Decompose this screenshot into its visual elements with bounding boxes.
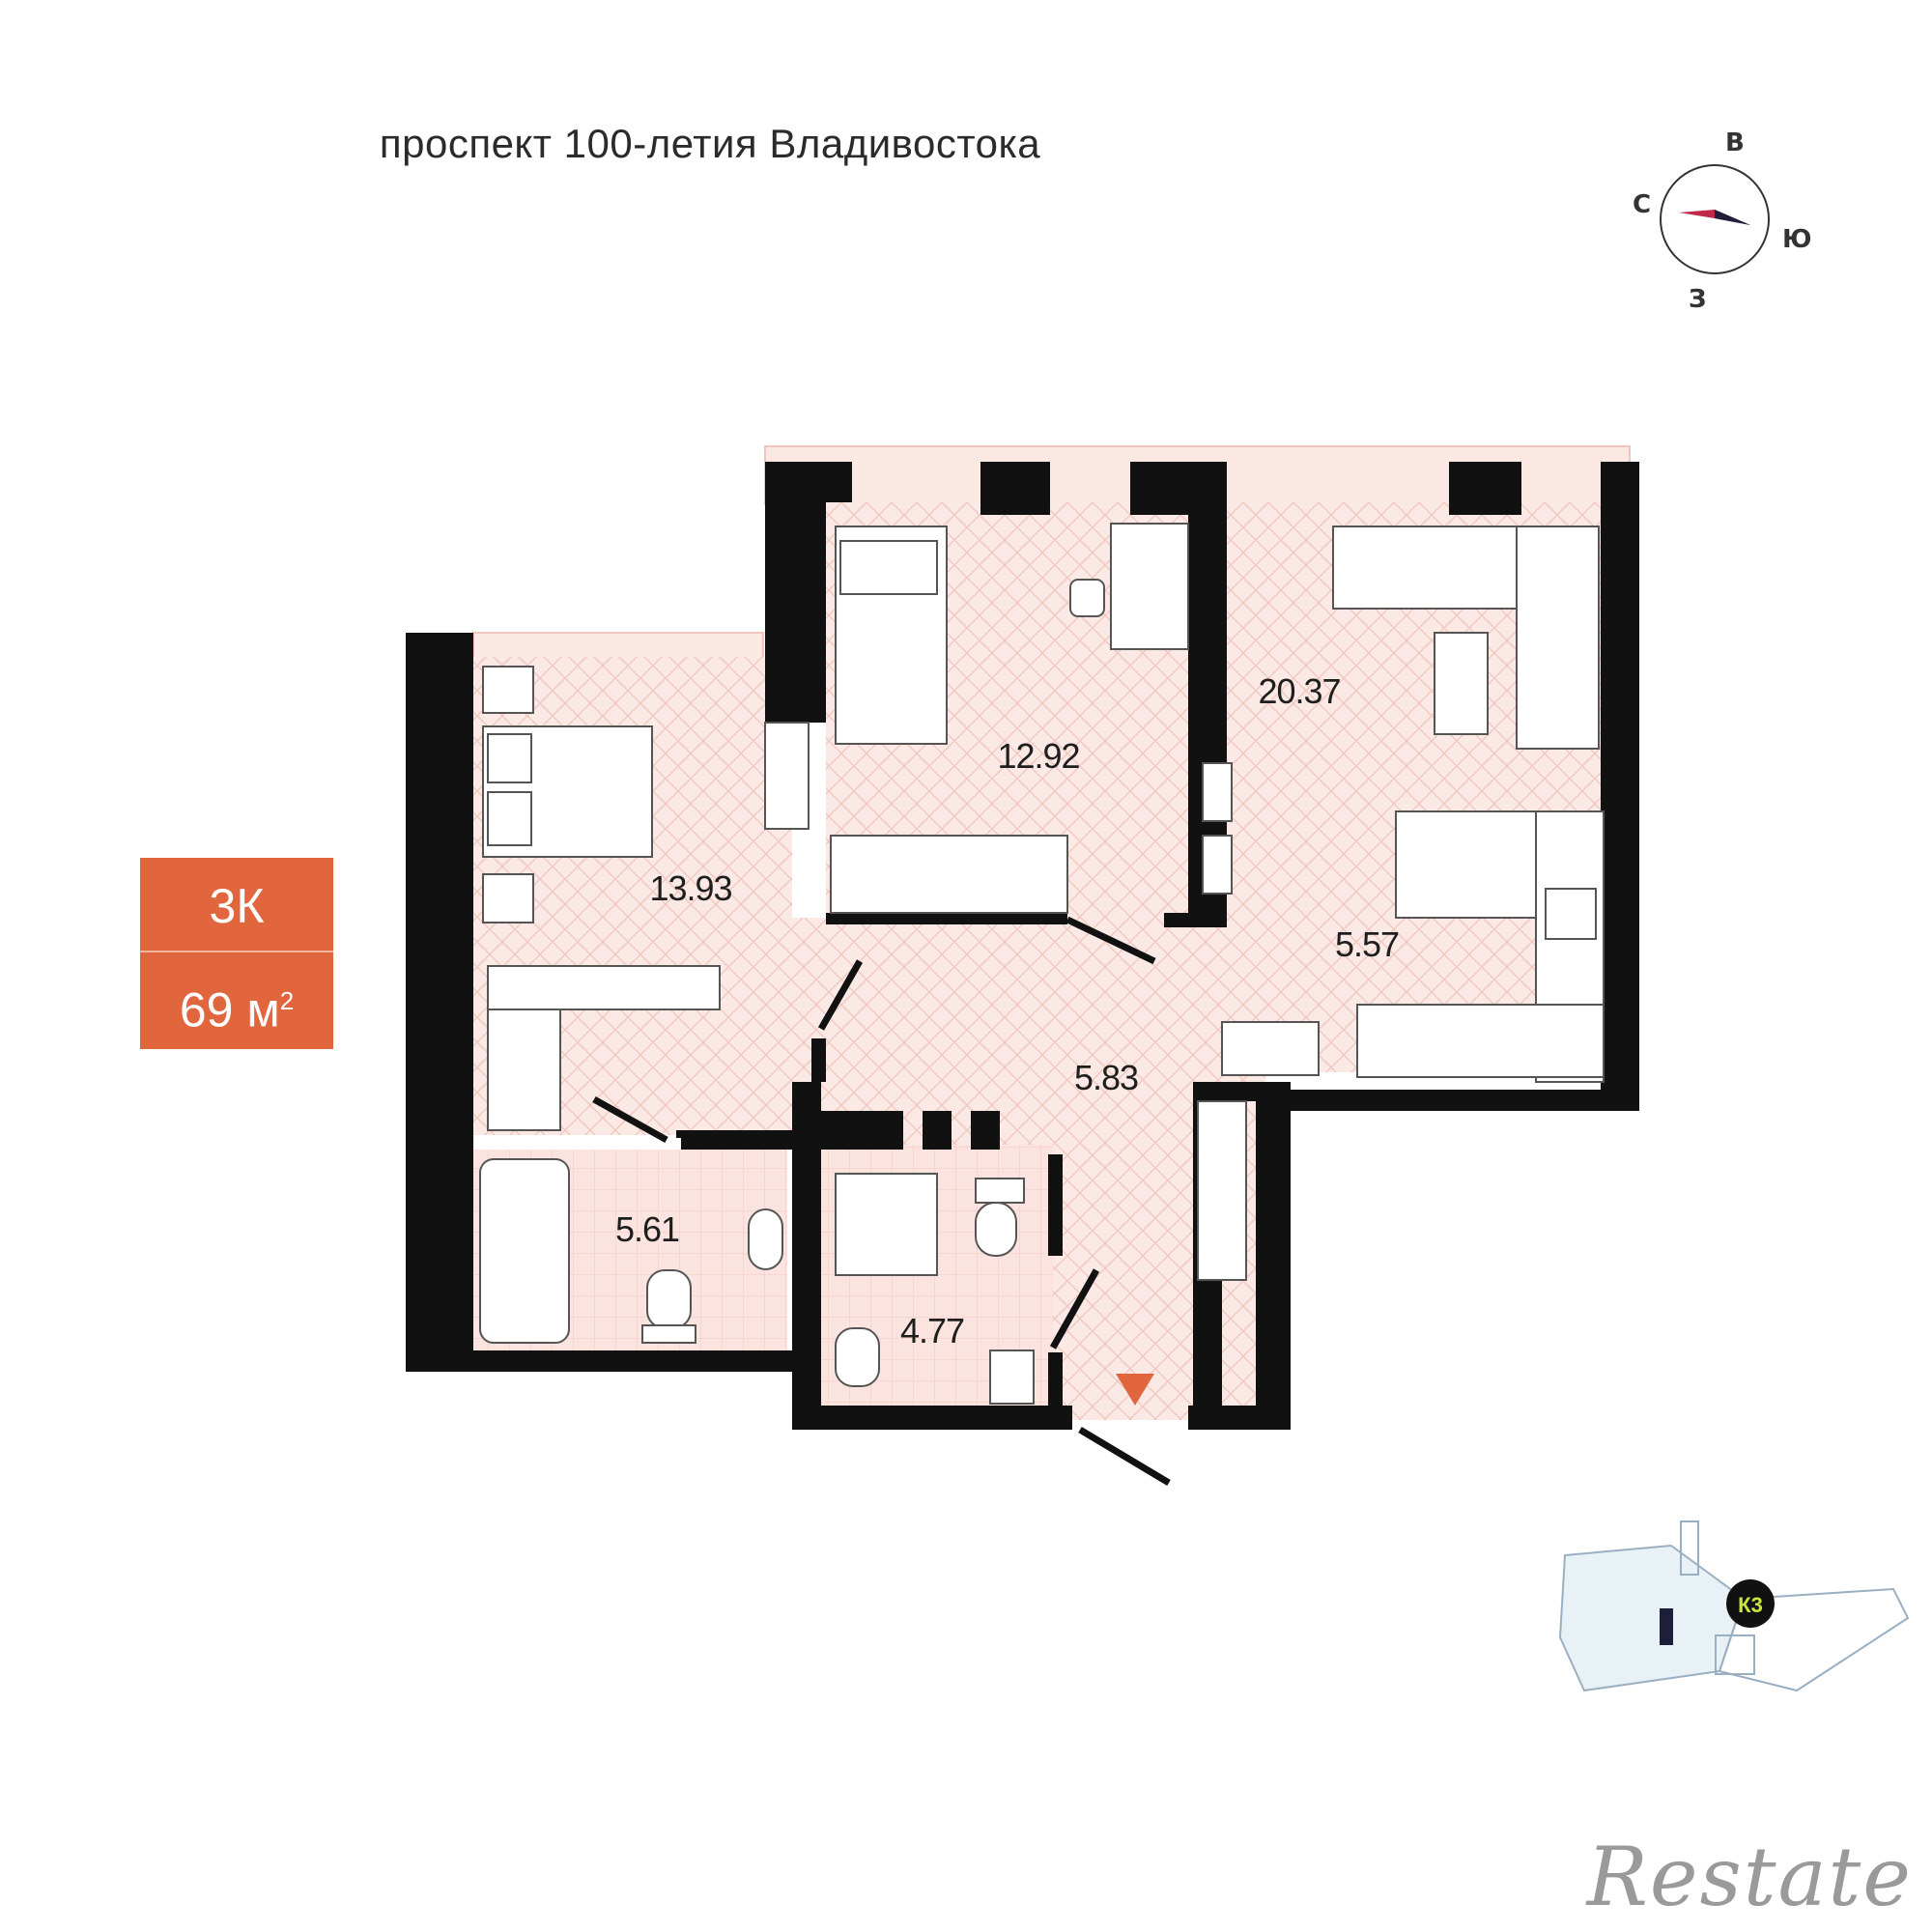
room-area-bath-mid: 4.77 [900, 1311, 964, 1350]
room-count: 3К [140, 858, 333, 952]
room-area-kitchen: 5.57 [1335, 924, 1399, 964]
room-area-bedroom-left: 13.93 [649, 868, 731, 908]
compass-icon [1660, 164, 1770, 274]
site-map-drawing: К3 [1558, 1520, 1910, 1692]
building-badge [1726, 1579, 1775, 1628]
site-map: К3 [1546, 1512, 1913, 1763]
compass-east: В [1725, 128, 1745, 157]
building-label: К3 [1738, 1593, 1763, 1617]
area-unit-superscript: 2 [279, 986, 295, 1015]
door-swings [592, 916, 1171, 1487]
furniture [479, 523, 1605, 1405]
entrance-marker [1116, 1374, 1154, 1406]
total-area-value: 69 м [179, 982, 280, 1037]
total-area: 69 м2 [140, 952, 333, 1049]
room-area-living: 20.37 [1258, 671, 1340, 711]
room-area-hall: 5.83 [1074, 1058, 1138, 1097]
watermark-logo: Restate [1586, 1830, 1913, 1924]
apartment-badge: 3К 69 м2 [140, 858, 333, 1049]
compass: В С Ю З [1623, 121, 1812, 314]
compass-west: З [1689, 285, 1707, 314]
current-building-marker [1660, 1608, 1673, 1645]
compass-north: С [1633, 190, 1652, 219]
compass-south: Ю [1782, 225, 1812, 254]
room-area-bedroom-mid: 12.92 [997, 736, 1079, 776]
street-name: проспект 100-летия Владивостока [379, 121, 1041, 166]
room-area-bath-left: 5.61 [615, 1209, 679, 1249]
